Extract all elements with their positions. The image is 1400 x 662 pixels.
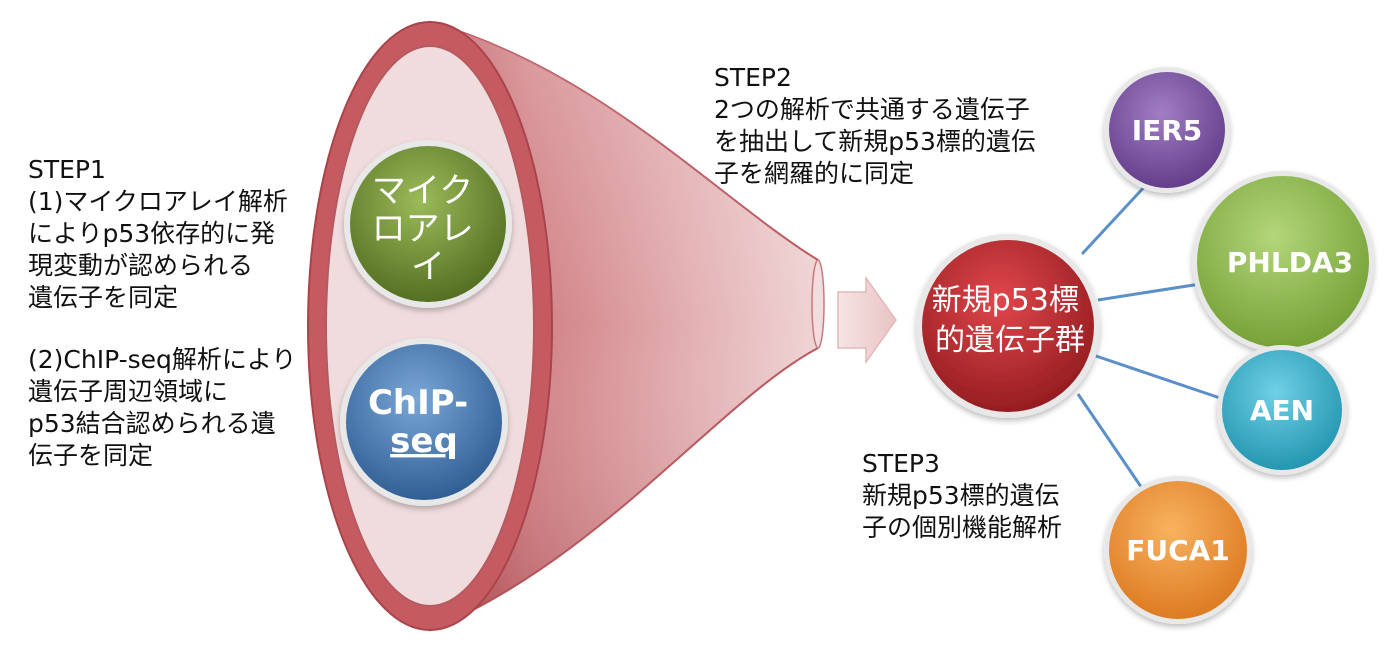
gene-node-ier5 [1104,67,1230,193]
connector-aen [1095,354,1221,400]
step1-item2-line: 遺伝子周辺領域に [28,377,229,406]
spacer [28,314,296,344]
chipseq-label: ChIP- seq [368,383,480,461]
step2-line: を抽出して新規p53標的遺伝 [714,127,1036,156]
step1-item2-line: 伝子を同定 [28,441,154,470]
center-node-label: 新規p53標 的遺伝子群 [932,283,1089,358]
step3-title: STEP3 [862,449,940,478]
gene-node-aen [1217,345,1347,475]
step3-line: 新規p53標的遺伝 [862,481,1060,510]
gene-node-phlda3 [1192,171,1374,353]
funnel-tip [811,259,825,349]
step1-item1-line: 現変動が認められる [28,251,254,280]
gene-label-phlda3: PHLDA3 [1227,246,1353,279]
step1-item2-line: p53結合認められる遺 [28,409,276,438]
step2-title: STEP2 [714,63,792,92]
step1-item1-line: (1)マイクロアレイ解析 [28,187,288,216]
gene-node-fuca1 [1104,476,1252,624]
microarray-circle [344,140,512,308]
step3-line: 子の個別機能解析 [862,513,1063,542]
step3-block: STEP3 新規p53標的遺伝 子の個別機能解析 [862,448,1062,544]
step2-block: STEP2 2つの解析で共通する遺伝子 を抽出して新規p53標的遺伝 子を網羅的… [714,62,1036,190]
microarray-label: マイク ロアレ イ [372,171,485,287]
chipseq-circle [340,338,508,506]
step2-line: 子を網羅的に同定 [714,159,915,188]
gene-label-aen: AEN [1250,394,1314,427]
center-node [916,234,1100,418]
flow-arrow [837,275,897,365]
gene-label-fuca1: FUCA1 [1126,534,1230,567]
step1-item1-line: 遺伝子を同定 [28,283,179,312]
funnel-mouth [325,45,535,607]
step1-item1-line: によりp53依存的に発 [28,219,276,248]
step1-block: STEP1 (1)マイクロアレイ解析 によりp53依存的に発 現変動が認められる… [28,154,296,472]
connector-fuca1 [1076,393,1152,501]
gene-label-ier5: IER5 [1132,114,1203,147]
step2-line: 2つの解析で共通する遺伝子 [714,95,1030,124]
connector-phlda3 [1097,282,1201,302]
step1-title: STEP1 [28,155,106,184]
step1-item2-line: (2)ChIP-seq解析により [28,345,297,374]
